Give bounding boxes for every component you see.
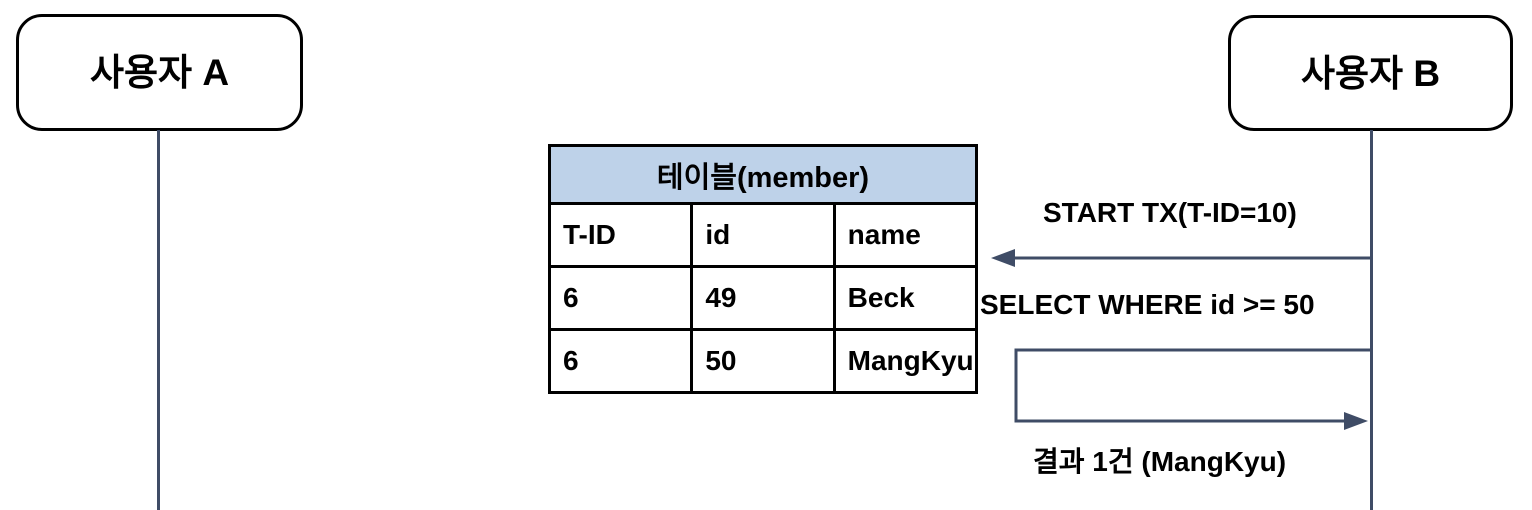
actor-box-user-b[interactable]: 사용자 B (1228, 15, 1513, 131)
table-row: 6 50 MangKyu (547, 328, 979, 394)
column-header-name: name (832, 202, 979, 268)
lifeline-user-a (157, 130, 160, 510)
cell-name: Beck (832, 265, 979, 331)
message-label-start-tx: START TX(T-ID=10) (1043, 197, 1297, 228)
cell-id: 50 (690, 328, 836, 394)
arrow-path-result (1014, 348, 1372, 423)
member-table: 테이블(member) T-ID id name 6 49 Beck 6 50 … (547, 144, 979, 394)
lifeline-user-b (1370, 130, 1373, 510)
table-caption: 테이블(member) (548, 144, 978, 205)
message-label-select: SELECT WHERE id >= 50 (980, 289, 1315, 320)
message-arrow-result (1014, 348, 1372, 430)
column-header-id: id (690, 202, 836, 268)
column-header-t-id: T-ID (547, 202, 694, 268)
arrow-head-right-result (1344, 412, 1368, 430)
message-arrow-start-tx (991, 249, 1373, 267)
table-row: 6 49 Beck (547, 265, 979, 331)
actor-box-user-a[interactable]: 사용자 A (16, 14, 303, 131)
cell-name: MangKyu (832, 328, 979, 394)
table-caption-row: 테이블(member) (548, 144, 978, 205)
message-label-result: 결과 1건 (MangKyu) (1033, 446, 1287, 477)
actor-label-user-b: 사용자 B (1300, 52, 1441, 94)
actor-label-user-a: 사용자 A (89, 52, 230, 93)
cell-t-id: 6 (547, 328, 694, 394)
arrow-head-left-start-tx (991, 249, 1015, 267)
table-header-row: T-ID id name (547, 202, 979, 268)
cell-t-id: 6 (547, 265, 694, 331)
cell-id: 49 (690, 265, 836, 331)
